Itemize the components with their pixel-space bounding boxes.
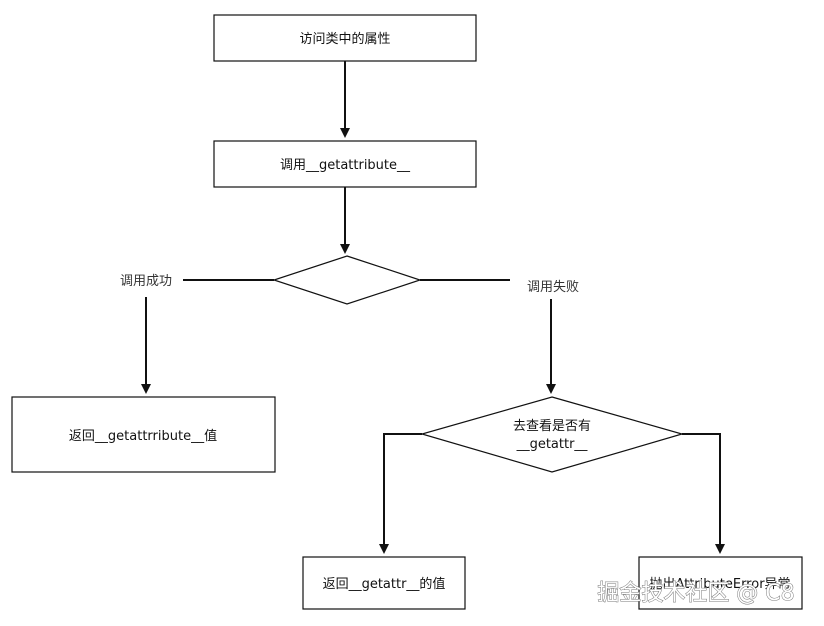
edge-label-failure: 调用失败 xyxy=(527,280,579,295)
node-return-getattribute: 返回__getattrribute__值 xyxy=(11,396,276,473)
node-call-getattribute-label: 调用__getattribute__ xyxy=(280,158,411,173)
node-raise-attribute-error-label: 抛出AttributeError异常 xyxy=(649,577,790,592)
node-return-getattr: 返回__getattr__的值 xyxy=(302,556,466,610)
decision-getattr-label-line1: 去查看是否有 xyxy=(513,418,591,434)
node-raise-attribute-error: 抛出AttributeError异常 xyxy=(638,556,803,610)
node-return-getattribute-label: 返回__getattrribute__值 xyxy=(69,428,217,444)
node-call-getattribute: 调用__getattribute__ xyxy=(213,140,477,188)
edge-label-success: 调用成功 xyxy=(120,274,172,289)
edge-getattr-no xyxy=(682,433,725,554)
edge-getattr-yes xyxy=(379,433,422,554)
node-return-getattr-label: 返回__getattr__的值 xyxy=(323,576,446,592)
watermark: 掘金技术社区 @ C8 xyxy=(597,581,794,606)
decision-diamond-getattr: 去查看是否有 __getattr__ xyxy=(419,396,685,473)
decision-getattr-label-line2: __getattr__ xyxy=(516,437,588,452)
node-access-attribute-label: 访问类中的属性 xyxy=(299,31,390,47)
decision-diamond-getattribute xyxy=(272,255,422,305)
node-access-attribute: 访问类中的属性 xyxy=(213,14,477,62)
